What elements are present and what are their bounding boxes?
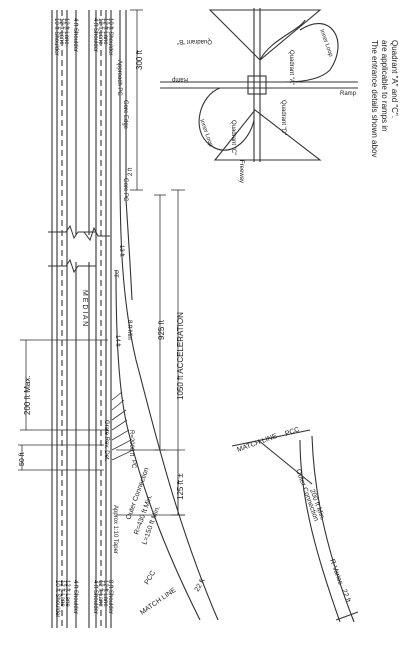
note-text: The entrance details shown abov are appl… — [370, 40, 399, 157]
ramp-label: Ramp — [340, 91, 357, 97]
quadrant-b-label: Quadrant "B" — [177, 38, 212, 44]
lane-label: 12 ft Lane — [102, 580, 108, 607]
pt-label: PT — [112, 270, 118, 278]
ramp-curves — [115, 169, 219, 621]
shoulder-label: 10 ft Shoulder — [107, 18, 113, 55]
note-line-3: Quadrant "A" and "C". — [390, 40, 399, 118]
lane-label: 12 ft Lane — [97, 18, 103, 45]
gore-label: Gore Edge — [122, 100, 128, 130]
approach-label: Approach PC — [116, 60, 122, 96]
shoulder-label: 10 ft Shoulder — [54, 580, 60, 617]
shoulder-label: 4 ft Shoulder — [92, 580, 98, 614]
gore-hatch — [111, 391, 134, 461]
loop-label: Inner Loop — [198, 119, 214, 149]
lane-label: 12 ft Lane — [97, 580, 103, 607]
dim-22b: 22 ft — [194, 578, 207, 593]
dim-925: 925 ft — [157, 319, 166, 340]
quadrant-d-label: Quadrant "D" — [280, 100, 286, 135]
dimension-labels: 300 ft 2 ft M E D I A N 925 ft 1050 ft A… — [19, 49, 185, 500]
note-line-1: The entrance details shown abov — [370, 40, 379, 157]
width-label: 14 ft — [114, 335, 120, 347]
dim-200max: 200 ft Max. — [23, 375, 32, 415]
dim-22: 22 ft — [340, 588, 351, 603]
pc-label: PC — [130, 460, 136, 469]
match-detail-labels: MATCH LINE PCC Outer Connection 200 ft M… — [194, 426, 352, 603]
curve-labels: Outer Connection R=430 ft Min. L=150 ft … — [125, 467, 177, 617]
dim-125: 125 ft ± — [176, 473, 185, 500]
lane-label: 12 ft Lane — [59, 580, 65, 607]
lane-label: 12 ft Lane — [64, 580, 70, 607]
shoulder-label: 4 ft Shoulder — [72, 580, 78, 614]
shoulder-label: 8 ft Shoulder — [107, 580, 113, 614]
note-line-2: are applicable to ramps in — [380, 40, 389, 132]
radius-label: R=2000 ft — [128, 430, 134, 457]
lane-label: 12 ft Lane — [63, 18, 69, 45]
dim-2ft: 2 ft — [128, 167, 134, 176]
width-label: 13 ft — [118, 245, 124, 257]
pcc-label: PCC — [144, 570, 157, 586]
median-label: M E D I A N — [81, 290, 88, 326]
dim-50: 50 ft — [19, 452, 26, 466]
match-line-label: MATCH LINE — [139, 587, 178, 617]
pcc-label-2: PCC — [284, 426, 300, 438]
quadrant-c-label: Quadrant "C" — [230, 120, 236, 155]
freeway-label: Freeway — [238, 160, 244, 183]
dim-300: 300 ft — [135, 49, 144, 70]
shoulder-label: 4 ft Shoulder — [72, 18, 78, 52]
gore-pc-label: Gore PC — [122, 178, 128, 202]
detail-label: Grate Rev. Det. — [103, 420, 109, 462]
quadrant-a-label: Quadrant "A" — [288, 50, 294, 85]
lane-label: 12 ft Lane — [102, 18, 108, 45]
match-detail — [231, 429, 359, 623]
lane-label: 12 ft Lane — [58, 18, 64, 45]
min-label: 8 ft Min — [126, 320, 132, 340]
accel-label: 1050 ft ACCELERATION — [176, 312, 185, 400]
taper-label: Approx 1:10 Taper — [112, 505, 118, 554]
radius-varies-label: R-Varies — [328, 558, 344, 586]
loop-label: Inner Loop — [318, 29, 334, 59]
break-marks — [48, 224, 110, 274]
lane-labels: Approach PC 10 ft Shoulder 12 ft Lane 12… — [53, 18, 136, 617]
ramp-label: Ramp — [171, 76, 188, 82]
shoulder-label: 4 ft Shoulder — [92, 18, 98, 52]
interchange-sketch — [160, 8, 358, 162]
shoulder-label: 10 ft Shoulder — [53, 18, 59, 55]
dimension-lines — [18, 9, 185, 516]
